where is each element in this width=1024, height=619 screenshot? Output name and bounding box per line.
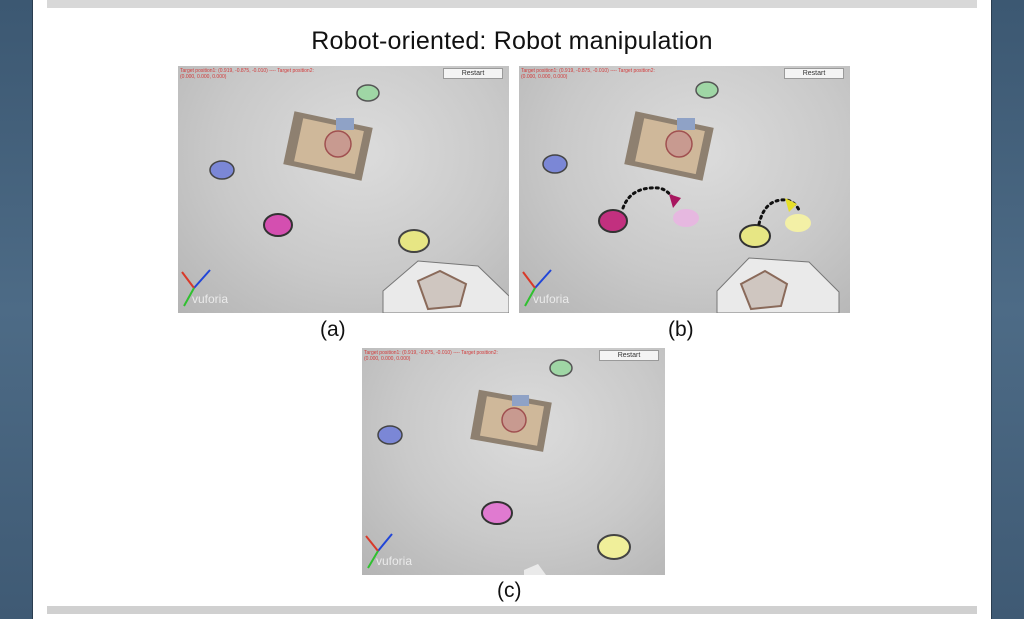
robot-yellow (739, 224, 771, 248)
robot-green (695, 81, 719, 99)
hud-target-text: Target position1: (0.919, -0.875, -0.010… (364, 350, 498, 362)
path-pink-dotted (621, 186, 677, 210)
marker-qr-icon (336, 118, 354, 130)
robot-blue (209, 160, 235, 180)
restart-button-b[interactable]: Restart (784, 68, 844, 79)
slide: Robot-oriented: Robot manipulation vufor… (33, 0, 991, 619)
robot-yellow (597, 534, 631, 560)
robot-green (549, 359, 573, 377)
marker-seal-icon (501, 407, 527, 433)
target-pink (673, 209, 699, 227)
ar-scene-a: vuforia (181, 84, 509, 313)
axis-y-icon (183, 287, 195, 307)
robot-pink (598, 209, 628, 233)
axis-x-icon (365, 535, 379, 552)
target-yellow (785, 214, 811, 232)
robot-yellow (398, 229, 430, 253)
slide-top-border (47, 0, 977, 8)
axis-x-icon (522, 271, 536, 289)
robot-base-dock (524, 564, 546, 575)
marker-seal-icon (665, 130, 693, 158)
hud-target-text: Target position1: (0.919, -0.875, -0.010… (180, 68, 314, 80)
caption-b: (b) (668, 318, 694, 341)
restart-button-c[interactable]: Restart (599, 350, 659, 361)
slide-bottom-border (47, 606, 977, 614)
marker-qr-icon (512, 395, 529, 406)
axis-y-icon (367, 550, 379, 569)
vuforia-watermark: vuforia (376, 554, 412, 568)
slide-title: Robot-oriented: Robot manipulation (311, 27, 713, 55)
vuforia-watermark: vuforia (192, 292, 228, 306)
arrow-yellow-icon (785, 198, 797, 212)
robot-blue (377, 425, 403, 445)
marker-qr-icon (677, 118, 695, 130)
dock-hexagon-icon (416, 269, 468, 311)
caption-c: (c) (497, 579, 522, 602)
robot-green (356, 84, 380, 102)
ar-view-panel-c: vuforia Target position1: (0.919, -0.875… (362, 348, 665, 575)
vuforia-watermark: vuforia (533, 292, 569, 306)
arrow-pink-icon (669, 194, 681, 208)
ar-view-panel-a: vuforia Target position1: (0.919, -0.875… (178, 66, 509, 313)
axis-y-icon (524, 287, 536, 307)
dock-hexagon-icon (739, 269, 789, 311)
robot-pink (263, 213, 293, 237)
restart-button-a[interactable]: Restart (443, 68, 503, 79)
axis-z-icon (193, 269, 211, 289)
hud-target-text: Target position1: (0.919, -0.875, -0.010… (521, 68, 655, 80)
marker-seal-icon (324, 130, 352, 158)
caption-a: (a) (320, 318, 346, 341)
ar-view-panel-b: vuforia Target position1: (0.919, -0.875… (519, 66, 850, 313)
ar-scene-c: vuforia (365, 359, 631, 575)
axis-x-icon (181, 271, 195, 289)
axis-z-icon (377, 533, 393, 552)
robot-pink (481, 501, 513, 525)
robot-blue (542, 154, 568, 174)
axis-z-icon (534, 269, 552, 289)
ar-scene-b: vuforia (522, 81, 840, 313)
